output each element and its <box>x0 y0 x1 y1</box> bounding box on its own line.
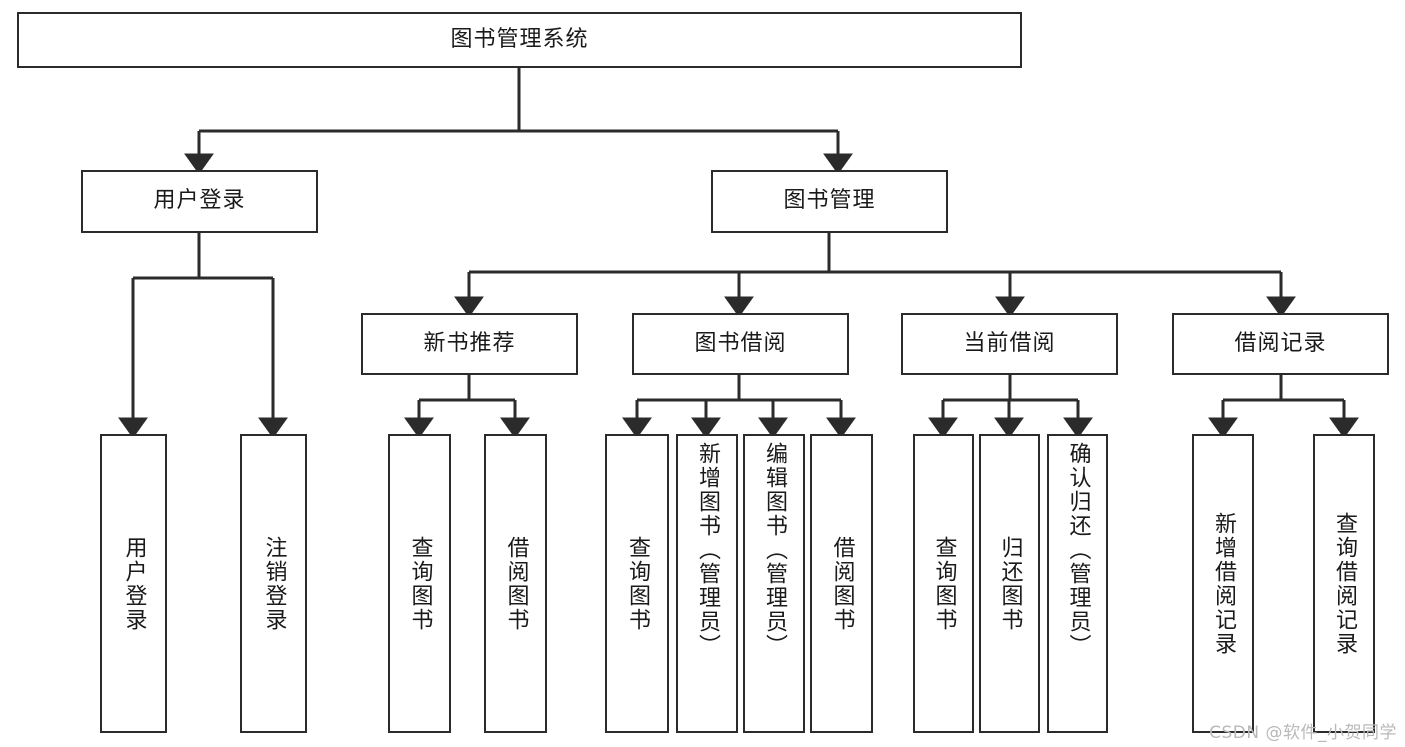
leaf-new-book-query[interactable]: 查询图书 <box>388 434 451 733</box>
leaf-user-login-signin[interactable]: 用户登录 <box>100 434 167 733</box>
csdn-watermark: CSDN @软件_小贺同学 <box>1209 723 1397 743</box>
leaf-current-borrow-confirm-admin[interactable]: 确认归还（管理员） <box>1047 434 1108 733</box>
node-label: 图书管理系统 <box>450 26 589 52</box>
node-borrow-record[interactable]: 借阅记录 <box>1172 313 1389 375</box>
node-label: 图书借阅 <box>694 330 787 356</box>
leaf-current-borrow-query[interactable]: 查询图书 <box>913 434 974 733</box>
leaf-book-borrow-add-admin[interactable]: 新增图书（管理员） <box>676 434 738 733</box>
node-label: 借阅图书 <box>503 535 529 632</box>
node-label: 确认归还（管理员） <box>1065 442 1091 658</box>
node-label: 查询借阅记录 <box>1332 511 1357 656</box>
node-new-book-recommend[interactable]: 新书推荐 <box>361 313 578 375</box>
node-label: 新增图书（管理员） <box>695 442 720 658</box>
node-label: 查询图书 <box>931 535 957 632</box>
node-label: 新增借阅记录 <box>1211 511 1236 656</box>
node-book-borrow[interactable]: 图书借阅 <box>632 313 849 375</box>
node-label: 注销登录 <box>261 535 287 632</box>
node-current-borrow[interactable]: 当前借阅 <box>901 313 1118 375</box>
node-root-book-management-system[interactable]: 图书管理系统 <box>17 12 1022 68</box>
leaf-current-borrow-return[interactable]: 归还图书 <box>979 434 1040 733</box>
leaf-book-borrow-borrow[interactable]: 借阅图书 <box>810 434 873 733</box>
node-label: 查询图书 <box>625 535 650 632</box>
node-book-management[interactable]: 图书管理 <box>711 170 948 233</box>
node-label: 查询图书 <box>407 535 433 632</box>
node-label: 借阅记录 <box>1234 330 1327 356</box>
node-label: 新书推荐 <box>423 330 516 356</box>
leaf-borrow-record-query[interactable]: 查询借阅记录 <box>1313 434 1375 733</box>
node-label: 用户登录 <box>153 188 246 214</box>
node-label: 用户登录 <box>121 535 147 632</box>
node-user-login[interactable]: 用户登录 <box>81 170 318 233</box>
node-label: 图书管理 <box>783 188 876 214</box>
leaf-user-login-signout[interactable]: 注销登录 <box>240 434 307 733</box>
node-label: 借阅图书 <box>829 535 855 632</box>
node-label: 归还图书 <box>997 535 1023 632</box>
leaf-borrow-record-add[interactable]: 新增借阅记录 <box>1192 434 1254 733</box>
node-label: 当前借阅 <box>963 330 1056 356</box>
leaf-new-book-borrow[interactable]: 借阅图书 <box>484 434 547 733</box>
leaf-book-borrow-query[interactable]: 查询图书 <box>605 434 669 733</box>
node-label: 编辑图书（管理员） <box>762 442 787 658</box>
leaf-book-borrow-edit-admin[interactable]: 编辑图书（管理员） <box>743 434 805 733</box>
